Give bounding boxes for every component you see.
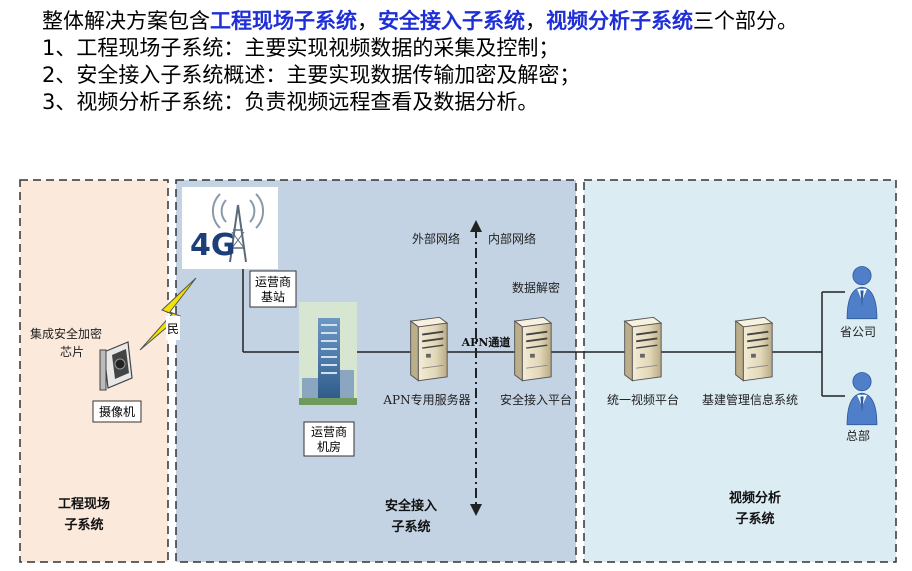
divider-arrow-down bbox=[470, 504, 482, 516]
inner-network-label: 内部网络 bbox=[488, 231, 536, 246]
intro-item-2: 2、安全接入子系统概述：主要实现数据传输加密及解密； bbox=[42, 63, 581, 87]
divider-arrow-up bbox=[470, 220, 482, 232]
mis-server-icon bbox=[734, 316, 774, 382]
highlight-site-subsystem: 工程现场子系统 bbox=[210, 9, 357, 33]
highlight-access-subsystem: 安全接入子系统 bbox=[378, 9, 525, 33]
base-station-box bbox=[249, 270, 297, 308]
machine-room-label-1: 运营商 bbox=[311, 424, 347, 439]
base-station-label-2: 基站 bbox=[261, 290, 285, 304]
access-platform-server-icon bbox=[513, 316, 553, 382]
apn-server-icon bbox=[409, 316, 449, 382]
zone-access-title-1: 安全接入 bbox=[385, 498, 437, 514]
zone-site bbox=[19, 179, 169, 563]
zone-site-title-2: 子系统 bbox=[64, 517, 103, 533]
highlight-video-subsystem: 视频分析子系统 bbox=[546, 9, 693, 33]
clipped-label: 民 bbox=[167, 322, 179, 336]
intro-suffix: 三个部分。 bbox=[693, 9, 798, 33]
zone-access-title-2: 子系统 bbox=[391, 519, 430, 535]
apn-channel-label: APN通道 bbox=[461, 335, 511, 349]
camera-box bbox=[92, 400, 142, 423]
chip-label-2: 芯片 bbox=[60, 345, 84, 359]
decrypt-label: 数据解密 bbox=[512, 280, 560, 295]
province-label: 省公司 bbox=[840, 325, 876, 339]
video-platform-label: 统一视频平台 bbox=[607, 392, 679, 407]
mis-label: 基建管理信息系统 bbox=[702, 392, 798, 407]
zone-site-title-1: 工程现场 bbox=[58, 497, 110, 512]
intro-sep: ， bbox=[525, 9, 546, 33]
hq-label: 总部 bbox=[846, 428, 870, 443]
intro-item-3: 3、视频分析子系统：负责视频远程查看及数据分析。 bbox=[42, 90, 539, 114]
chip-label-1: 集成安全加密 bbox=[30, 326, 102, 341]
machine-room-building-icon bbox=[299, 302, 357, 405]
tower-4g-icon: 4G bbox=[182, 187, 278, 269]
intro-summary: 整体解决方案包含工程现场子系统，安全接入子系统，视频分析子系统三个部分。 bbox=[42, 8, 902, 35]
apn-server-label: APN专用服务器 bbox=[382, 392, 470, 407]
intro-text: 整体解决方案包含工程现场子系统，安全接入子系统，视频分析子系统三个部分。 1、工… bbox=[42, 8, 902, 116]
access-platform-label: 安全接入平台 bbox=[500, 392, 572, 407]
base-station-label-1: 运营商 bbox=[255, 274, 291, 289]
badge-4g-label: 4G bbox=[190, 228, 236, 263]
zone-video-title-2: 子系统 bbox=[735, 511, 774, 527]
outer-network-label: 外部网络 bbox=[412, 231, 460, 246]
zone-video-title-1: 视频分析 bbox=[729, 490, 781, 506]
intro-item-1: 1、工程现场子系统：主要实现视频数据的采集及控制； bbox=[42, 36, 560, 60]
wireless-bolt-icon bbox=[139, 277, 197, 351]
camera-icon bbox=[99, 341, 133, 391]
machine-room-box bbox=[303, 421, 355, 457]
video-platform-server-icon bbox=[623, 316, 663, 382]
intro-sep: ， bbox=[357, 9, 378, 33]
intro-prefix: 整体解决方案包含 bbox=[42, 9, 210, 33]
camera-label: 摄像机 bbox=[99, 404, 135, 419]
machine-room-label-2: 机房 bbox=[317, 439, 341, 454]
clipped-label-box bbox=[166, 316, 180, 340]
